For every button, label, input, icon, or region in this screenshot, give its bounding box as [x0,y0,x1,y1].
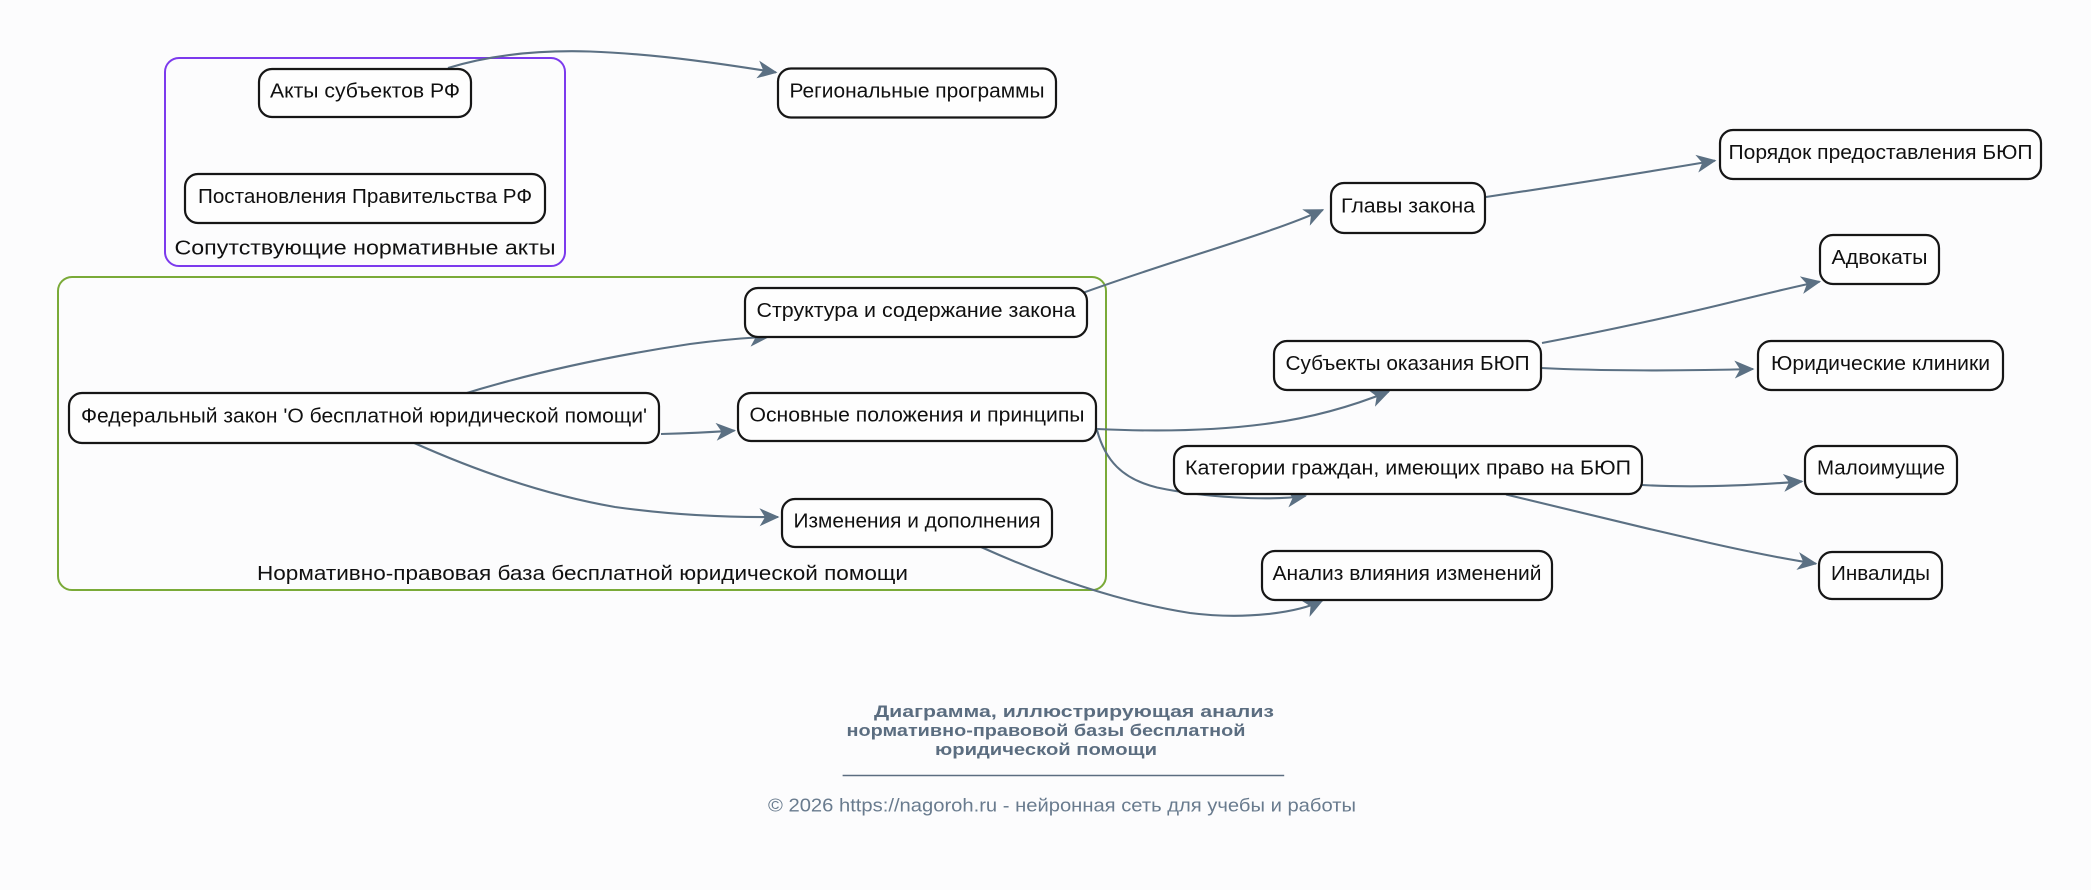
svg-text:Диаграмма, иллюстрирующая анал: Диаграмма, иллюстрирующая анализ [874,702,1274,721]
svg-text:Порядок предоставления БЮП: Порядок предоставления БЮП [1729,142,2033,164]
svg-text:Постановления Правительства РФ: Постановления Правительства РФ [198,186,532,208]
svg-text:Анализ влияния изменений: Анализ влияния изменений [1273,563,1542,585]
svg-text:Главы закона: Главы закона [1341,196,1476,218]
svg-text:юридической помощи: юридической помощи [935,740,1157,759]
svg-text:Адвокаты: Адвокаты [1832,247,1928,269]
svg-text:Категории граждан, имеющих пра: Категории граждан, имеющих право на БЮП [1185,458,1631,480]
svg-text:Малоимущие: Малоимущие [1817,458,1945,480]
svg-text:Акты субъектов РФ: Акты субъектов РФ [270,81,460,103]
svg-text:Основные положения и принципы: Основные положения и принципы [750,405,1085,427]
svg-text:Региональные программы: Региональные программы [790,81,1045,103]
svg-text:Изменения и дополнения: Изменения и дополнения [794,511,1041,533]
svg-text:© 2026 https://nagoroh.ru - не: © 2026 https://nagoroh.ru - нейронная се… [768,795,1356,816]
svg-text:Юридические клиники: Юридические клиники [1771,353,1990,375]
svg-text:нормативно-правовой базы беспл: нормативно-правовой базы бесплатной [847,721,1246,740]
svg-text:Субъекты оказания БЮП: Субъекты оказания БЮП [1286,353,1530,375]
svg-text:Структура и содержание закона: Структура и содержание закона [757,300,1077,322]
svg-text:Нормативно-правовая база беспл: Нормативно-правовая база бесплатной юрид… [257,562,908,585]
svg-text:Инвалиды: Инвалиды [1831,563,1930,585]
svg-text:Сопутствующие нормативные акты: Сопутствующие нормативные акты [175,237,556,260]
svg-text:Федеральный закон 'О бесплатно: Федеральный закон 'О бесплатной юридичес… [81,406,647,428]
